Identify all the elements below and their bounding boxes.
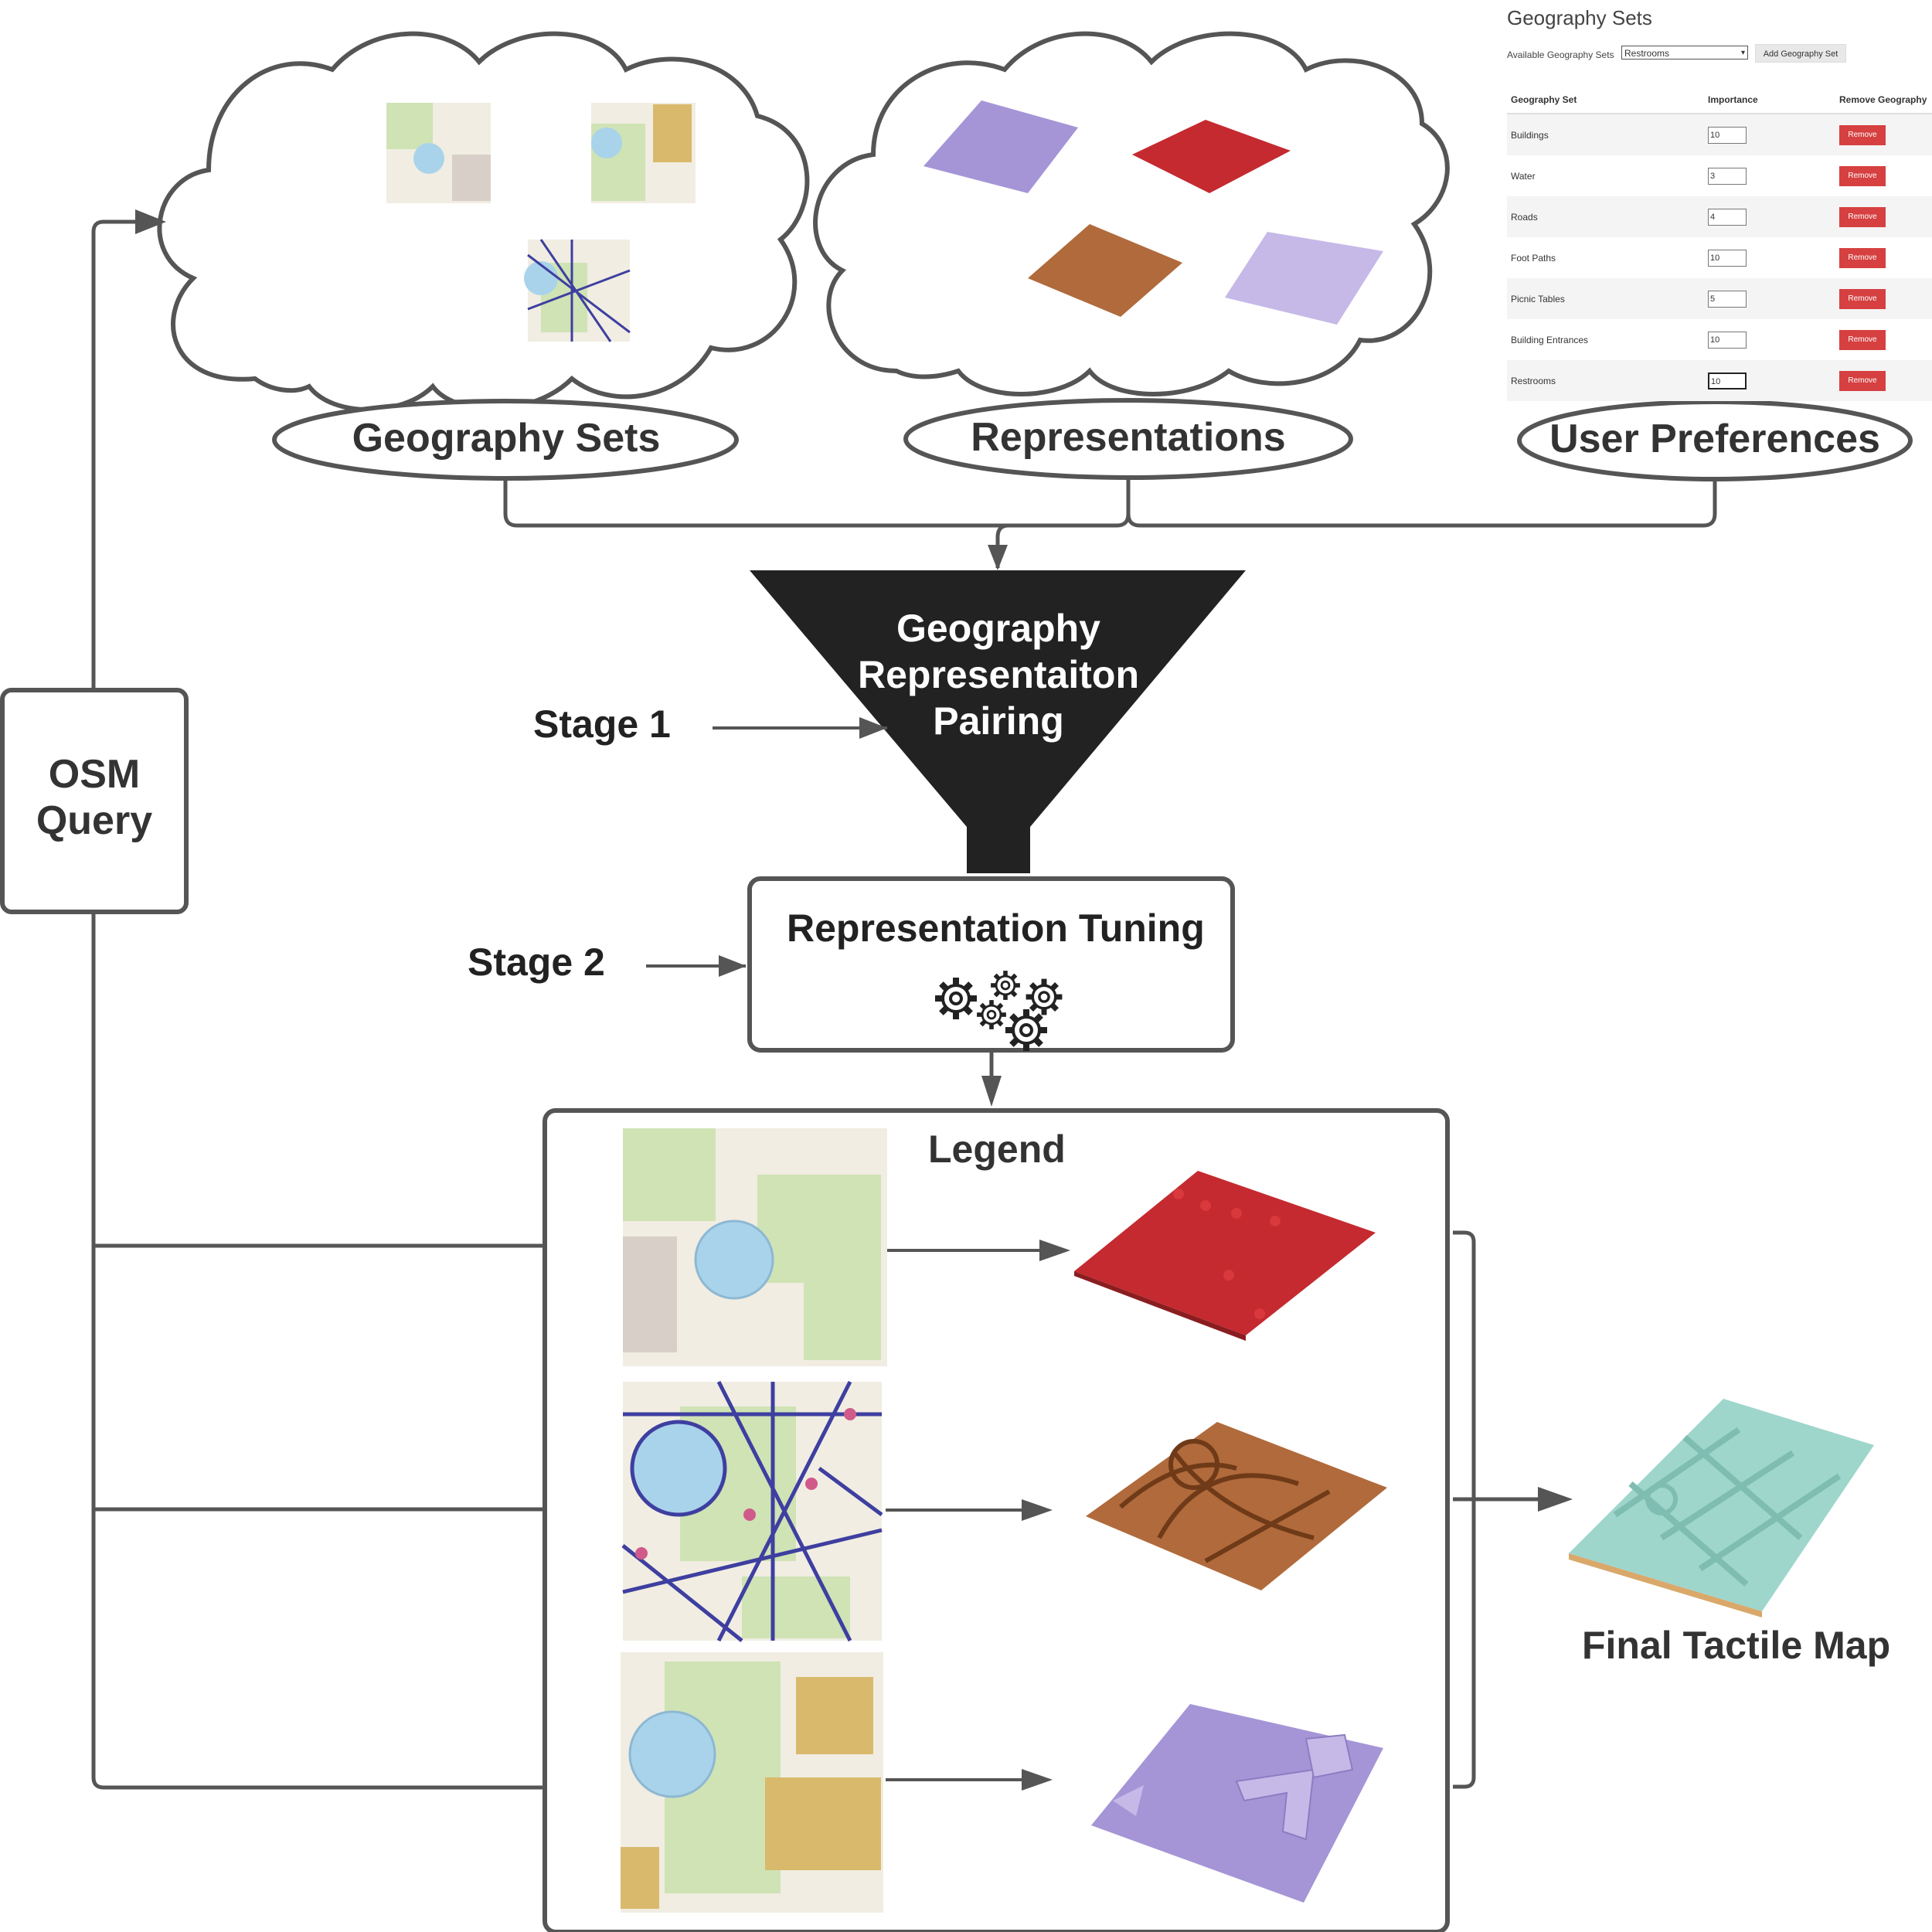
foot-paths-map bbox=[621, 1380, 883, 1642]
geography-set-name: Foot Paths bbox=[1511, 252, 1556, 264]
funnel-label-line-1: Geography bbox=[896, 607, 1100, 650]
column-header: Remove Geography bbox=[1835, 87, 1932, 114]
legend-label: Legend bbox=[928, 1128, 1066, 1171]
buildings-map bbox=[621, 1652, 883, 1913]
osm-to-geography-line bbox=[91, 219, 155, 690]
merge-arrowhead bbox=[988, 545, 1008, 570]
osm-query-label-line-2: Query bbox=[36, 798, 153, 843]
geography-sets-pill bbox=[272, 399, 739, 481]
available-geography-sets-label: Available Geography Sets bbox=[1507, 49, 1614, 60]
geography-set-name: Restrooms bbox=[1507, 360, 1704, 401]
red-restrooms-representation bbox=[1132, 120, 1291, 193]
osm-query-label-line-1: OSM bbox=[48, 752, 141, 797]
geography-sets-label: Geography Sets bbox=[352, 416, 661, 461]
merge-connector bbox=[503, 479, 1717, 568]
geography-set-name: Building Entrances bbox=[1511, 334, 1589, 345]
user-preferences-label: User Preferences bbox=[1549, 417, 1880, 461]
representations-label: Representations bbox=[971, 415, 1286, 460]
column-header: Geography Set bbox=[1507, 87, 1704, 114]
pairing-funnel bbox=[750, 570, 1246, 873]
remove-button[interactable]: Remove bbox=[1839, 329, 1886, 350]
table-row: Building Entrances 10 Remove bbox=[1507, 319, 1932, 360]
table-row: Buildings 10 Remove bbox=[1507, 114, 1932, 155]
importance-input[interactable]: 4 bbox=[1708, 208, 1747, 226]
table-row: Roads 4 Remove bbox=[1507, 196, 1932, 237]
purple-tactile-buildings bbox=[1091, 1704, 1383, 1903]
geography-set-name: Picnic Tables bbox=[1507, 278, 1704, 319]
table-row: Water 3 Remove bbox=[1507, 155, 1932, 196]
table-row: Restrooms 10 Remove bbox=[1507, 360, 1932, 401]
table-row: Picnic Tables 5 Remove bbox=[1507, 278, 1932, 319]
panel-title: Geography Sets bbox=[1507, 6, 1652, 29]
legend-to-final-connector bbox=[1453, 1230, 1538, 1789]
representations-pill bbox=[903, 398, 1353, 480]
importance-input[interactable]: 10 bbox=[1708, 372, 1747, 389]
add-geography-set-button[interactable]: Add Geography Set bbox=[1755, 44, 1846, 63]
importance-input[interactable]: 10 bbox=[1708, 249, 1747, 267]
geography-set-table: Geography Set Importance Remove Geograph… bbox=[1507, 87, 1932, 401]
remove-button[interactable]: Remove bbox=[1839, 165, 1886, 186]
funnel-label-line-2: Representaiton bbox=[858, 653, 1139, 696]
purple-buildings-representation bbox=[923, 100, 1078, 193]
representations-cloud bbox=[813, 31, 1450, 396]
importance-input[interactable]: 10 bbox=[1708, 126, 1747, 144]
importance-input[interactable]: 5 bbox=[1708, 290, 1747, 308]
copper-paths-representation bbox=[1028, 224, 1182, 317]
remove-button[interactable]: Remove bbox=[1839, 370, 1886, 391]
importance-input[interactable]: 3 bbox=[1708, 167, 1747, 185]
osm-map-thumb-2 bbox=[591, 103, 696, 203]
osm-map-thumb-1 bbox=[386, 103, 491, 203]
table-row: Foot Paths 10 Remove bbox=[1507, 237, 1932, 278]
column-header: Importance bbox=[1704, 87, 1835, 114]
red-tactile-restrooms bbox=[1074, 1171, 1376, 1341]
osm-to-legend-line bbox=[91, 912, 545, 1790]
final-tactile-map bbox=[1569, 1399, 1874, 1617]
restrooms-map bbox=[623, 1128, 887, 1366]
stage-1-label: Stage 1 bbox=[533, 702, 671, 746]
copper-tactile-paths bbox=[1086, 1422, 1387, 1590]
remove-button[interactable]: Remove bbox=[1839, 124, 1886, 145]
geography-set-name: Buildings bbox=[1507, 114, 1704, 155]
stage-2-label: Stage 2 bbox=[468, 940, 605, 984]
lavender-picnic-representation bbox=[1225, 232, 1383, 325]
funnel-label-line-3: Pairing bbox=[933, 699, 1064, 743]
importance-input[interactable]: 10 bbox=[1708, 331, 1747, 349]
representation-tuning-label: Representation Tuning bbox=[787, 906, 1205, 950]
representation-tuning-box bbox=[747, 876, 1235, 1053]
geography-sets-cloud bbox=[157, 31, 810, 412]
final-tactile-map-label: Final Tactile Map bbox=[1582, 1624, 1891, 1667]
remove-button[interactable]: Remove bbox=[1839, 206, 1886, 227]
geography-set-name: Roads bbox=[1507, 196, 1704, 237]
geography-sets-preferences-panel: Geography Sets Available Geography Sets … bbox=[1499, 6, 1932, 408]
geography-set-select[interactable]: Restrooms ▾ bbox=[1621, 46, 1748, 60]
osm-map-thumb-3 bbox=[524, 239, 631, 342]
chevron-down-icon: ▾ bbox=[1740, 49, 1745, 57]
remove-button[interactable]: Remove bbox=[1839, 247, 1886, 268]
remove-button[interactable]: Remove bbox=[1839, 288, 1886, 309]
geography-set-name: Water bbox=[1511, 170, 1536, 182]
geography-set-select-value: Restrooms bbox=[1624, 48, 1670, 59]
